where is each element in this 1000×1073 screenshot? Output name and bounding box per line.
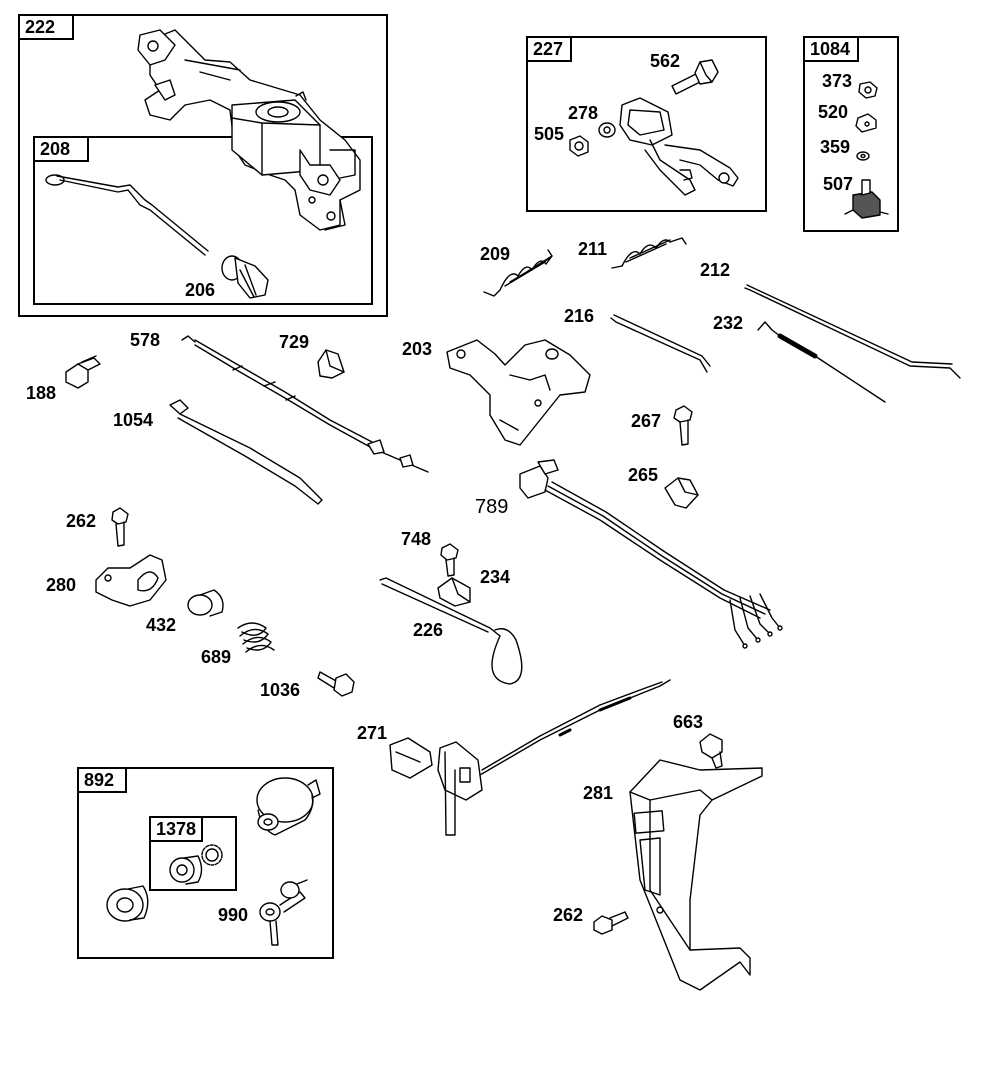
switch-507[interactable] xyxy=(844,179,889,219)
callout-262-lower[interactable]: 262 xyxy=(553,905,584,925)
bolt-188[interactable] xyxy=(65,355,101,389)
callout-203[interactable]: 203 xyxy=(402,339,433,359)
group-892-frame xyxy=(77,767,334,959)
callout-789[interactable]: 789 xyxy=(475,496,509,518)
group-208-frame-inner xyxy=(33,136,373,305)
link-rod-208[interactable] xyxy=(45,174,209,256)
callout-278[interactable]: 278 xyxy=(568,103,599,123)
bolt-262-upper[interactable] xyxy=(111,507,129,547)
washer-359[interactable] xyxy=(856,151,870,161)
group-227-title[interactable]: 227 xyxy=(526,36,572,62)
callout-507[interactable]: 507 xyxy=(823,174,854,194)
callout-505[interactable]: 505 xyxy=(534,124,565,144)
nut-505[interactable] xyxy=(569,135,589,157)
callout-1036[interactable]: 1036 xyxy=(260,680,301,700)
callout-281[interactable]: 281 xyxy=(583,783,614,803)
callout-359[interactable]: 359 xyxy=(820,137,851,157)
bolt-1036[interactable] xyxy=(317,671,355,697)
callout-216[interactable]: 216 xyxy=(564,306,595,326)
ignition-switch-892[interactable] xyxy=(256,777,321,836)
callout-262-upper[interactable]: 262 xyxy=(66,511,97,531)
group-1084-title[interactable]: 1084 xyxy=(803,36,859,62)
callout-990[interactable]: 990 xyxy=(218,905,249,925)
bushing-432[interactable] xyxy=(187,589,224,617)
callout-520[interactable]: 520 xyxy=(818,102,849,122)
callout-267[interactable]: 267 xyxy=(631,411,662,431)
rod-212[interactable] xyxy=(744,284,961,379)
callout-663[interactable]: 663 xyxy=(673,712,704,732)
spring-211[interactable] xyxy=(611,237,687,269)
group-222-frame xyxy=(18,14,388,317)
clip-520[interactable] xyxy=(855,113,877,133)
callout-729[interactable]: 729 xyxy=(279,332,310,352)
callout-271[interactable]: 271 xyxy=(357,723,388,743)
clip-234[interactable] xyxy=(437,577,471,607)
callout-1054[interactable]: 1054 xyxy=(113,410,154,430)
mounting-bracket-281[interactable] xyxy=(629,759,763,991)
bolt-562[interactable] xyxy=(671,59,719,95)
bracket-280[interactable] xyxy=(95,554,167,607)
group-1378-title[interactable]: 1378 xyxy=(149,816,203,842)
bolt-262-lower[interactable] xyxy=(593,911,629,935)
spring-689[interactable] xyxy=(237,622,275,653)
spring-rod-232[interactable] xyxy=(757,321,886,403)
bracket-203[interactable] xyxy=(446,339,591,446)
nut-washer-1378[interactable] xyxy=(169,844,223,885)
callout-212[interactable]: 212 xyxy=(700,260,731,280)
spring-209[interactable] xyxy=(483,249,553,297)
callout-280[interactable]: 280 xyxy=(46,575,77,595)
callout-226[interactable]: 226 xyxy=(413,620,444,640)
knob-206[interactable] xyxy=(221,255,269,299)
callout-209[interactable]: 209 xyxy=(480,244,511,264)
wire-harness-789[interactable] xyxy=(519,459,783,649)
group-222-title[interactable]: 222 xyxy=(18,14,74,40)
callout-234[interactable]: 234 xyxy=(480,567,511,587)
group-227-frame xyxy=(526,36,767,212)
callout-578[interactable]: 578 xyxy=(130,330,161,350)
callout-562[interactable]: 562 xyxy=(650,51,681,71)
control-bracket-assembly-222[interactable] xyxy=(137,29,361,231)
callout-211[interactable]: 211 xyxy=(578,239,608,259)
rod-216[interactable] xyxy=(610,314,711,373)
keys-990[interactable] xyxy=(259,879,308,946)
bezel-nut-892[interactable] xyxy=(106,885,149,922)
lever-assembly-227[interactable] xyxy=(619,97,739,196)
callout-188[interactable]: 188 xyxy=(26,383,57,403)
group-208-title[interactable]: 208 xyxy=(33,136,89,162)
callout-432[interactable]: 432 xyxy=(146,615,177,635)
throttle-control-271[interactable] xyxy=(389,679,671,836)
callout-206[interactable]: 206 xyxy=(185,280,216,300)
rod-226[interactable] xyxy=(379,577,523,685)
clip-265[interactable] xyxy=(664,477,699,509)
callout-748[interactable]: 748 xyxy=(401,529,432,549)
washer-278[interactable] xyxy=(598,122,616,138)
callout-232[interactable]: 232 xyxy=(713,313,744,333)
bolt-663[interactable] xyxy=(699,733,723,769)
callout-373[interactable]: 373 xyxy=(822,71,853,91)
callout-689[interactable]: 689 xyxy=(201,647,232,667)
bolt-748[interactable] xyxy=(440,543,459,577)
clip-729[interactable] xyxy=(317,349,345,379)
cable-tie-1054[interactable] xyxy=(169,399,323,505)
cable-578[interactable] xyxy=(181,335,429,473)
bolt-267[interactable] xyxy=(673,405,693,446)
group-892-title[interactable]: 892 xyxy=(77,767,127,793)
callout-265[interactable]: 265 xyxy=(628,465,659,485)
nut-373[interactable] xyxy=(858,81,878,99)
